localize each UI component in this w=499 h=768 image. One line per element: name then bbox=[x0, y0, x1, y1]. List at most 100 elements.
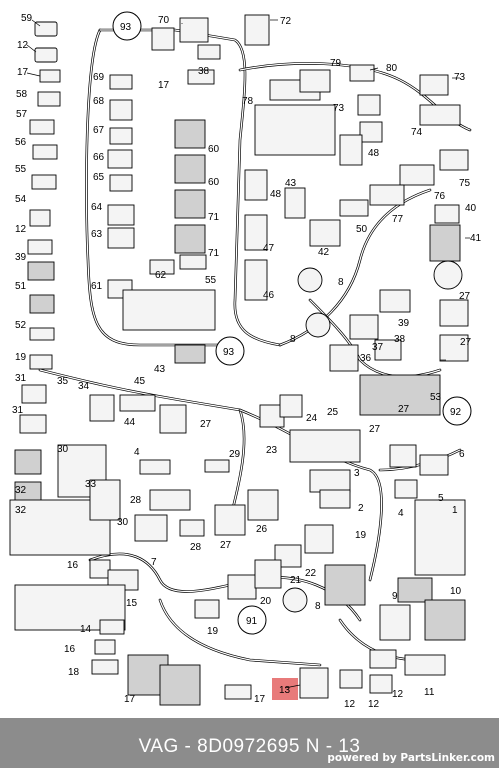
callout-71: 71 bbox=[208, 212, 220, 223]
callout-60: 60 bbox=[208, 144, 220, 155]
callout-11: 11 bbox=[424, 687, 435, 698]
callout-8c: 8 bbox=[315, 601, 321, 612]
callout-55b: 55 bbox=[205, 275, 217, 286]
callout-39: 39 bbox=[15, 252, 27, 263]
callout-12c: 12 bbox=[392, 689, 404, 700]
callout-6: 6 bbox=[459, 449, 465, 460]
callout-50: 50 bbox=[356, 224, 368, 235]
callout-10: 10 bbox=[450, 586, 462, 597]
callout-57: 57 bbox=[16, 109, 28, 120]
callout-54: 54 bbox=[15, 194, 27, 205]
callout-93: 93 bbox=[120, 22, 132, 33]
callout-4b: 4 bbox=[398, 508, 404, 519]
callout-38: 38 bbox=[198, 66, 210, 77]
callout-36: 36 bbox=[360, 353, 372, 364]
callout-41: 41 bbox=[470, 233, 482, 244]
callout-3: 3 bbox=[354, 468, 360, 479]
callout-48: 48 bbox=[368, 148, 380, 159]
callout-66: 66 bbox=[93, 152, 105, 163]
callout-74: 74 bbox=[411, 127, 423, 138]
part-number-line: VAG - 8D0972695 N - 13 bbox=[138, 736, 361, 757]
callout-26: 26 bbox=[256, 524, 268, 535]
callout-64: 64 bbox=[91, 202, 103, 213]
callout-43b: 43 bbox=[285, 178, 297, 189]
callout-12b: 12 bbox=[15, 224, 27, 235]
callout-58: 58 bbox=[16, 89, 28, 100]
callout-39b: 39 bbox=[398, 318, 410, 329]
callout-91: 91 bbox=[246, 616, 258, 627]
callout-62: 62 bbox=[155, 270, 167, 281]
callout-70: 70 bbox=[158, 15, 170, 26]
callout-8: 8 bbox=[338, 277, 344, 288]
callout-37: 37 bbox=[372, 342, 384, 353]
callout-5: 5 bbox=[438, 493, 444, 504]
callout-27d: 27 bbox=[398, 404, 410, 415]
callout-76: 76 bbox=[434, 191, 446, 202]
callout-12d: 12 bbox=[344, 699, 356, 710]
wiring-harness-diagram: 59 12 17 58 57 56 55 54 12 39 51 52 19 3… bbox=[9, 11, 482, 710]
callout-17c: 17 bbox=[124, 694, 136, 705]
callout-8b: 8 bbox=[290, 334, 296, 345]
callout-17: 17 bbox=[17, 67, 29, 78]
callout-13: 13 bbox=[279, 685, 291, 696]
callout-24: 24 bbox=[306, 413, 318, 424]
callout-92: 92 bbox=[450, 407, 462, 418]
callout-31: 31 bbox=[15, 373, 27, 384]
callout-22: 22 bbox=[305, 568, 317, 579]
callout-31b: 31 bbox=[12, 405, 24, 416]
callout-29: 29 bbox=[229, 449, 241, 460]
callout-42: 42 bbox=[318, 247, 330, 258]
callout-65: 65 bbox=[93, 172, 105, 183]
callout-27e: 27 bbox=[200, 419, 212, 430]
callout-48b: 48 bbox=[270, 189, 282, 200]
callout-16: 16 bbox=[67, 560, 79, 571]
callout-30: 30 bbox=[57, 444, 69, 455]
callout-51: 51 bbox=[15, 281, 27, 292]
callout-69: 69 bbox=[93, 72, 105, 83]
callout-45: 45 bbox=[134, 376, 146, 387]
callout-53: 53 bbox=[430, 392, 442, 403]
callout-43: 43 bbox=[154, 364, 166, 375]
callout-28b: 28 bbox=[190, 542, 202, 553]
callout-60b: 60 bbox=[208, 177, 220, 188]
credit-link[interactable]: powered by PartsLinker.com bbox=[327, 752, 495, 764]
callout-79: 79 bbox=[330, 58, 342, 69]
leader-lines bbox=[26, 19, 470, 689]
callout-77: 77 bbox=[392, 214, 404, 225]
harness-trunks bbox=[38, 28, 472, 667]
callout-12e: 12 bbox=[368, 699, 380, 710]
callout-2: 2 bbox=[358, 503, 364, 514]
callout-18: 18 bbox=[68, 667, 80, 678]
callout-27: 27 bbox=[459, 291, 471, 302]
callout-73b: 73 bbox=[333, 103, 345, 114]
callout-27f: 27 bbox=[220, 540, 232, 551]
callout-15: 15 bbox=[126, 598, 138, 609]
callout-56: 56 bbox=[15, 137, 27, 148]
footer-bar: VAG - 8D0972695 N - 13 powered by PartsL… bbox=[0, 718, 499, 768]
callout-61: 61 bbox=[91, 281, 103, 292]
callout-27b: 27 bbox=[460, 337, 472, 348]
callout-32: 32 bbox=[15, 485, 27, 496]
callout-75: 75 bbox=[459, 178, 471, 189]
callout-32b: 32 bbox=[15, 505, 27, 516]
callout-73: 73 bbox=[454, 72, 466, 83]
callout-49: 47 bbox=[263, 243, 275, 254]
callout-78: 78 bbox=[242, 96, 254, 107]
callout-55: 55 bbox=[15, 164, 27, 175]
highlighted-part-marker bbox=[272, 678, 298, 700]
components bbox=[9, 14, 469, 706]
callout-4: 4 bbox=[134, 447, 140, 458]
callout-30b: 30 bbox=[117, 517, 129, 528]
callout-14: 14 bbox=[80, 624, 92, 635]
callout-59: 59 bbox=[21, 13, 33, 24]
callout-20: 20 bbox=[260, 596, 272, 607]
callout-68: 68 bbox=[93, 96, 105, 107]
callout-67: 67 bbox=[93, 125, 105, 136]
callout-17d: 17 bbox=[254, 694, 266, 705]
callout-52: 52 bbox=[15, 320, 27, 331]
callout-28: 28 bbox=[130, 495, 142, 506]
callout-27c: 27 bbox=[369, 424, 381, 435]
reference-circles bbox=[112, 11, 472, 635]
callout-12: 12 bbox=[17, 40, 29, 51]
